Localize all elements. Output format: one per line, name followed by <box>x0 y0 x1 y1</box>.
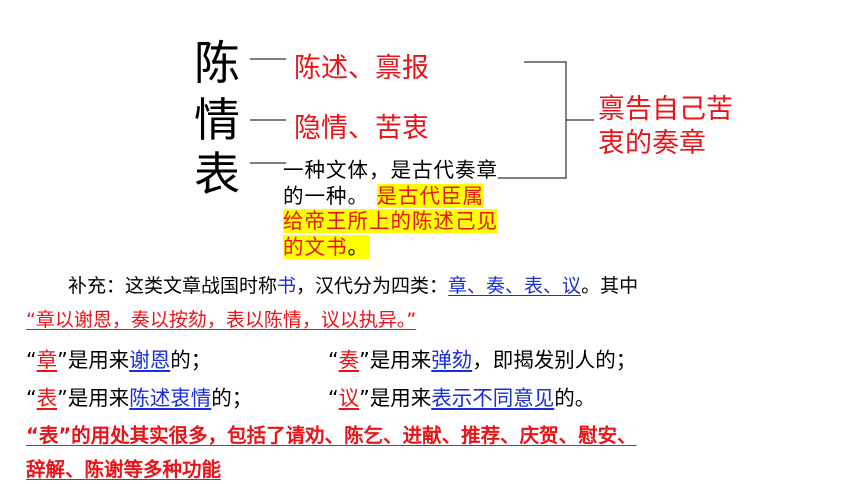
use-zhang-tail: 的； <box>170 348 212 372</box>
use-biao-close: ”是用来 <box>57 386 130 410</box>
use-yi-tail: 的。 <box>554 386 596 410</box>
use-biao-purpose: 陈述衷情 <box>129 386 212 410</box>
use-biao-open: “ <box>26 386 37 410</box>
supplement-quote: “章以谢恩，奏以按劾，表以陈情，议以执异。” <box>26 309 417 331</box>
meaning-biao-hl-end: 。 <box>347 234 369 259</box>
supplement-four-types: 章、奏、表、议 <box>448 275 582 297</box>
supplement-line: 补充：这类文章战国时称书，汉代分为四类：章、奏、表、议。其中 <box>68 273 638 299</box>
use-biao-tail: 的； <box>211 386 253 410</box>
use-yi-open: “ <box>328 386 339 410</box>
use-yi-char: 议 <box>338 386 360 410</box>
use-biao-char: 表 <box>36 386 58 410</box>
summary-line-2: 衷的奏章 <box>598 128 706 159</box>
summary-line-1: 禀告自己苦 <box>598 94 733 125</box>
use-zou: “奏”是用来弹劾，即揭发别人的； <box>328 343 636 373</box>
use-yi-close: ”是用来 <box>359 386 432 410</box>
supplement-prefix: 补充：这类文章战国时称 <box>68 275 278 297</box>
use-zou-tail: ，即揭发别人的； <box>472 348 637 372</box>
supplement-suffix: 。其中 <box>581 275 639 297</box>
use-biao: “表”是用来陈述衷情的； <box>26 381 252 411</box>
use-zhang: “章”是用来谢恩的； <box>26 343 211 373</box>
use-yi-purpose: 表示不同意见 <box>431 386 555 410</box>
meaning-qing: 隐情、苦衷 <box>294 113 429 144</box>
conclusion-line-2: 辞解、陈谢等多种功能 <box>26 458 222 481</box>
meaning-biao-plain: 一种文体，是古代奏章的一种。 <box>283 158 498 208</box>
bracket-line <box>498 61 567 179</box>
use-zou-open: “ <box>328 348 339 372</box>
conclusion-line-1: “表”的用处其实很多，包括了请劝、陈乞、进献、推荐、庆贺、慰安、 <box>26 424 637 447</box>
meaning-biao-gap <box>369 184 377 208</box>
use-zou-purpose: 弹劾 <box>431 348 473 372</box>
summary: 禀告自己苦 衷的奏章 <box>598 93 733 161</box>
title-char-chen: 陈 <box>194 36 240 90</box>
meaning-biao-hl-1: 是古 <box>376 183 420 208</box>
use-zou-close: ”是用来 <box>359 348 432 372</box>
use-zhang-char: 章 <box>36 348 58 372</box>
supplement-mid: ，汉代分为四类： <box>296 275 449 297</box>
use-zou-char: 奏 <box>338 348 360 372</box>
supplement-shu: 书 <box>277 275 297 297</box>
use-zhang-purpose: 谢恩 <box>129 348 171 372</box>
meaning-chen: 陈述、禀报 <box>294 53 429 84</box>
use-yi: “议”是用来表示不同意见的。 <box>328 381 595 411</box>
title-char-qing: 情 <box>194 93 240 147</box>
use-zhang-open: “ <box>26 348 37 372</box>
meaning-biao: 一种文体，是古代奏章的一种。 是古代臣属给帝王所上的陈述己见的文书。 <box>283 158 498 260</box>
use-zhang-close: ”是用来 <box>57 348 130 372</box>
title-char-biao: 表 <box>194 147 240 201</box>
